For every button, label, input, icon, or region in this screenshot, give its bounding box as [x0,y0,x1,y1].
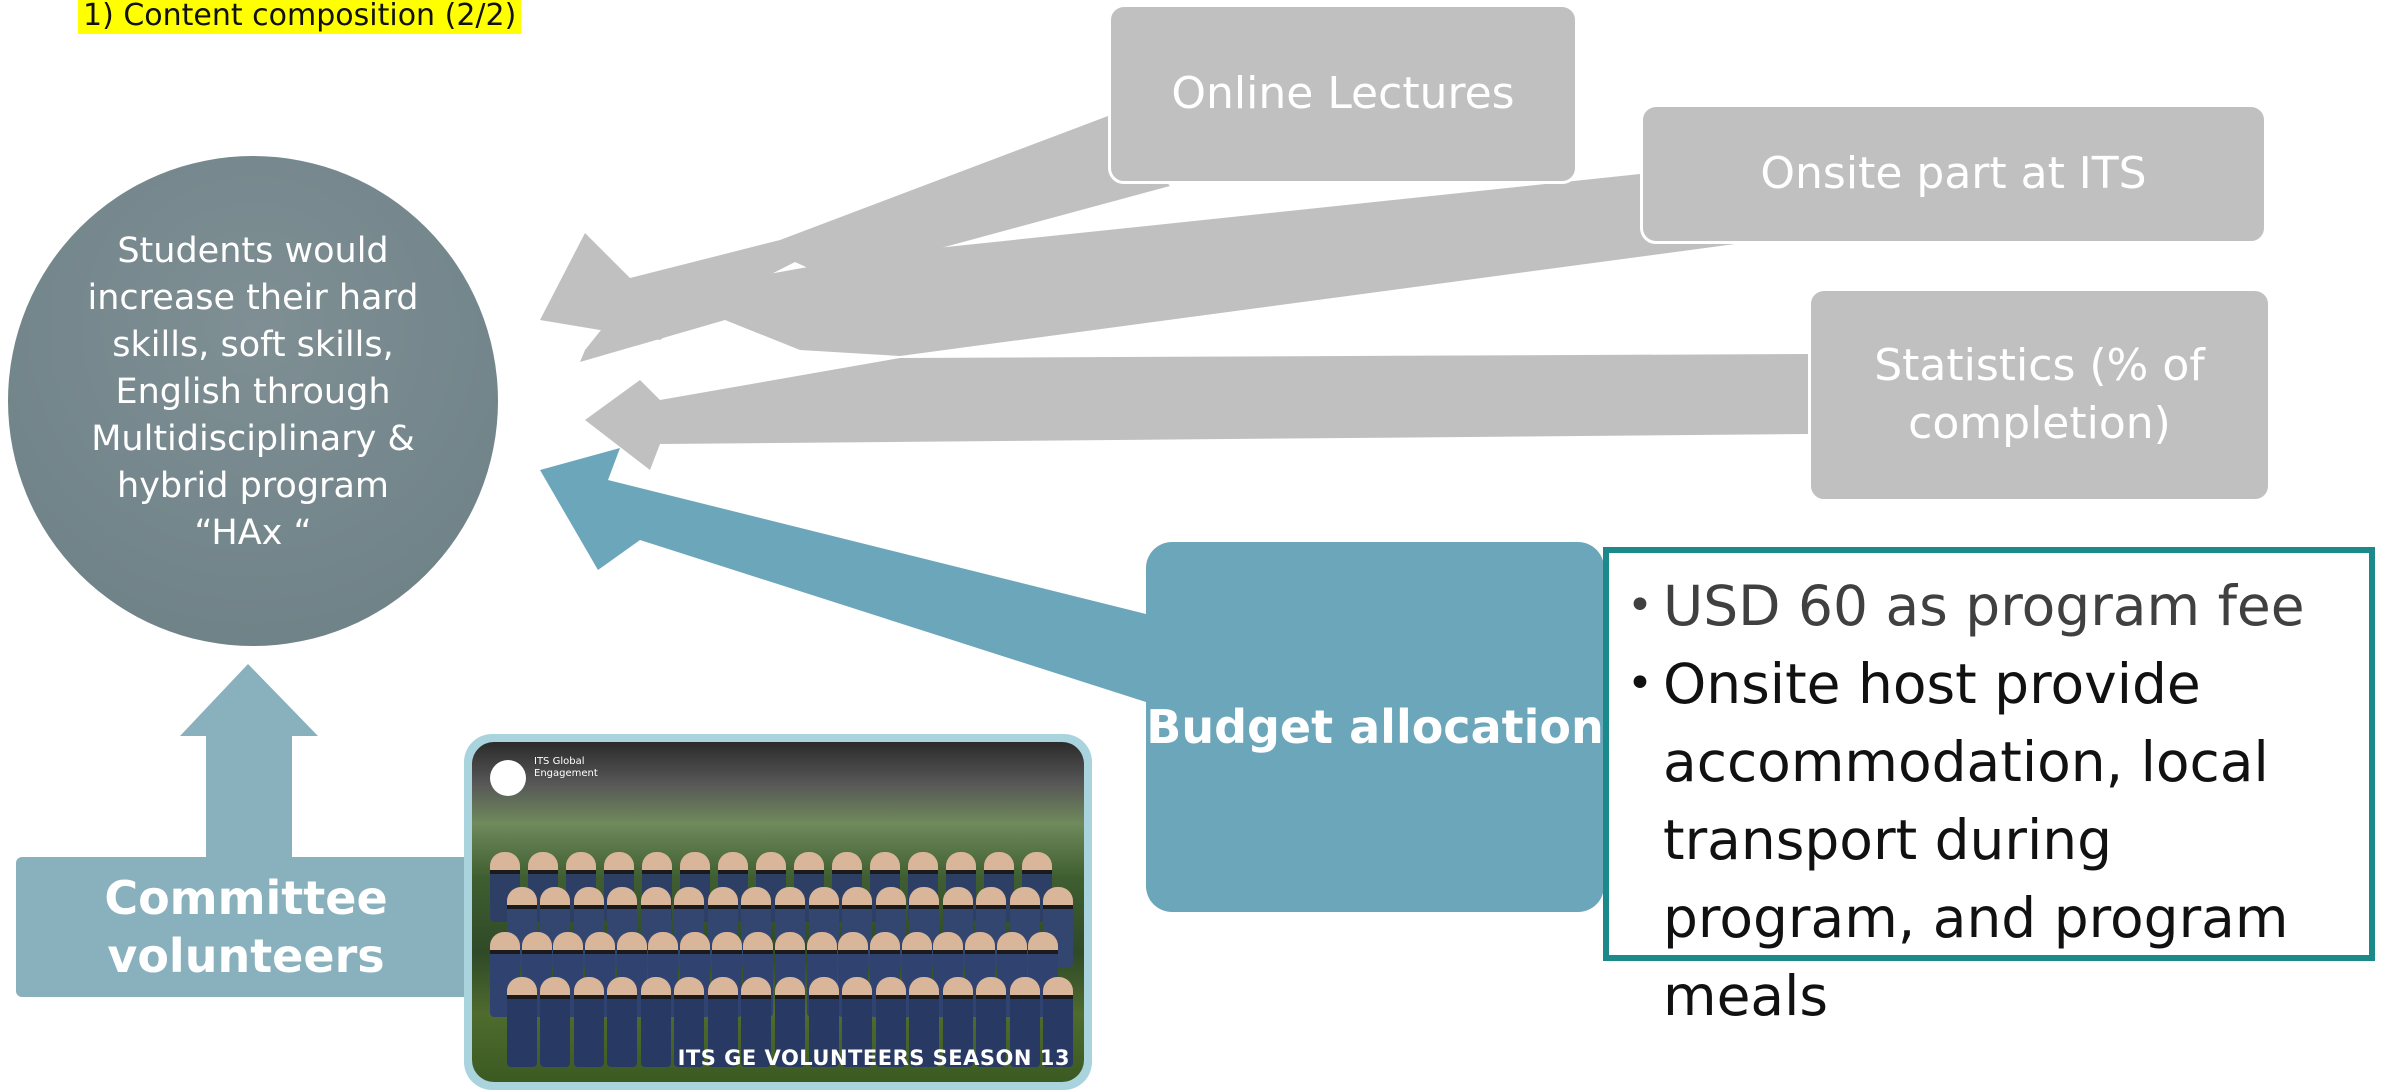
committee-volunteers-box: Committee volunteers [16,857,476,997]
arrow-committee-up [180,664,318,736]
volunteer-figure [573,977,604,1067]
volunteer-figure [775,977,805,1067]
bullet-icon: • [1627,580,1653,631]
volunteer-figure [942,977,973,1067]
volunteer-figure [976,977,1007,1067]
onsite-part-box: Onsite part at ITS [1640,104,2267,244]
bullet-icon: • [1627,658,1653,709]
arrow-committee-shaft [206,735,292,859]
photo-caption: ITS GE VOLUNTEERS SEASON 13 [677,1046,1070,1070]
volunteer-figure [1009,977,1040,1067]
its-logo-icon [490,760,526,796]
volunteer-figure [607,977,638,1067]
volunteer-figure [506,977,537,1067]
volunteer-figure [842,977,873,1067]
budget-item-text: Onsite host provide accommodation, local… [1663,652,2289,1028]
slide-label: 1) Content composition (2/2) [78,0,522,34]
arrow-budget [540,448,1146,702]
volunteer-figure [640,977,671,1067]
volunteer-figure [540,977,571,1067]
arrow-statistics [585,354,1808,470]
budget-items-list: • USD 60 as program fee • Onsite host pr… [1627,567,2357,1035]
volunteers-photo-frame: ITS Global Engagement ITS GE VOLUNTEERS … [464,734,1092,1090]
volunteer-figure [1043,977,1074,1067]
volunteer-figure [875,977,906,1067]
budget-details-box: • USD 60 as program fee • Onsite host pr… [1603,547,2375,1028]
arrow-online-lectures [540,116,1170,340]
budget-item-text: USD 60 as program fee [1663,574,2305,638]
volunteer-figure [909,977,940,1067]
volunteer-figure [674,977,705,1067]
arrow-onsite-part [580,174,1735,362]
online-lectures-box: Online Lectures [1108,4,1578,184]
volunteer-figure [707,977,738,1067]
budget-item-program-fee: • USD 60 as program fee [1627,567,2357,645]
volunteers-group-photo: ITS Global Engagement ITS GE VOLUNTEERS … [472,742,1084,1082]
statistics-box: Statistics (% of completion) [1808,288,2271,502]
volunteer-figure [741,977,772,1067]
budget-allocation-box: Budget allocation [1146,542,1604,912]
volunteer-figure [808,977,839,1067]
volunteer-group [490,852,1074,1067]
photo-logo-text: ITS Global Engagement [534,756,598,779]
budget-item-onsite-host: • Onsite host provide accommodation, loc… [1627,645,2357,1035]
goal-text: Students would increase their hard skill… [87,230,419,553]
goal-circle: Students would increase their hard skill… [8,156,498,646]
